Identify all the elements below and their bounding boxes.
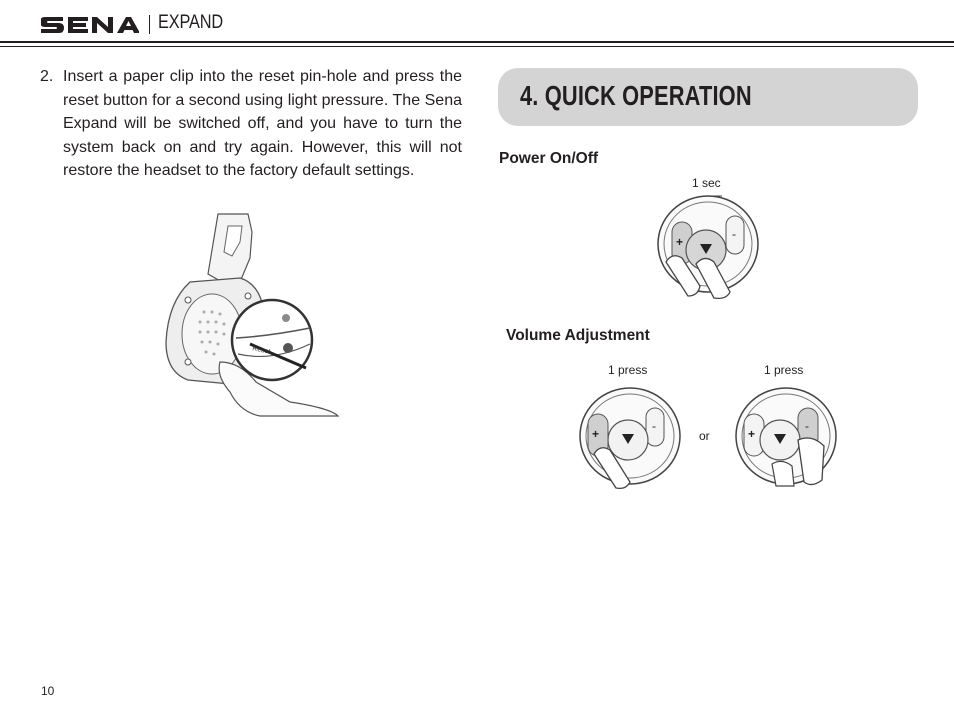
svg-text:-: - (652, 419, 656, 433)
step-text: Insert a paper clip into the reset pin-h… (63, 68, 462, 179)
svg-text:+: + (676, 235, 683, 249)
volume-down-illustration: + - (735, 387, 837, 487)
reset-illustration: Reset (165, 213, 340, 417)
power-caption: 1 sec (692, 176, 721, 190)
power-illustration: + - (657, 195, 759, 300)
volume-separator: or (699, 429, 710, 443)
page-number: 10 (41, 684, 55, 698)
header-rule (0, 41, 954, 43)
volume-caption-right: 1 press (764, 363, 804, 377)
reset-label: Reset (252, 345, 271, 356)
svg-text:+: + (592, 427, 599, 441)
header-rule-thin (0, 46, 954, 47)
svg-text:+: + (748, 427, 755, 441)
section-banner (498, 68, 918, 126)
header-separator (149, 15, 150, 34)
volume-heading: Volume Adjustment (506, 327, 650, 344)
volume-up-illustration: + - (579, 387, 681, 490)
section-title: 4. QUICK OPERATION (520, 80, 752, 111)
power-heading: Power On/Off (499, 150, 599, 167)
sena-logo (41, 17, 139, 33)
svg-text:-: - (805, 419, 809, 433)
step-number: 2. (40, 68, 54, 85)
product-name: EXPAND (158, 12, 223, 33)
svg-text:-: - (732, 227, 736, 241)
volume-caption-left: 1 press (608, 363, 648, 377)
